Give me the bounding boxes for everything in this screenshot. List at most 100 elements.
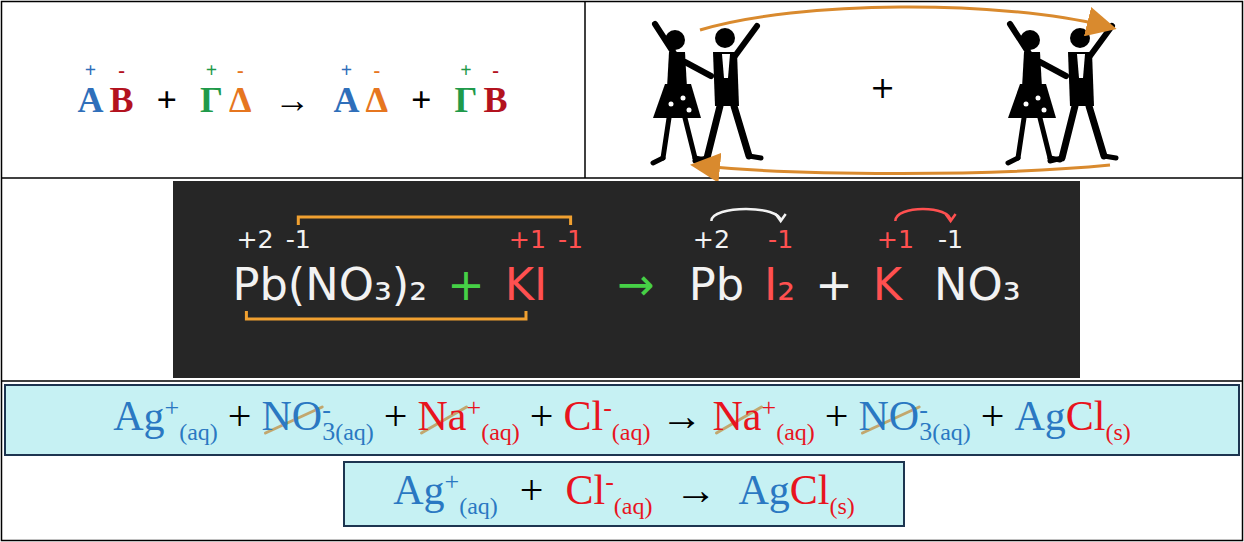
state-label: (s) (830, 493, 855, 519)
chalk-formula: + (815, 255, 852, 315)
ion-symbol: Ag (393, 467, 444, 513)
ion-letter: B (484, 80, 508, 120)
ion-symbol: Cl (563, 393, 603, 439)
charge-sign: + (466, 393, 481, 422)
subscript-number: 3 (322, 421, 335, 443)
ion-column: +A (77, 60, 103, 120)
charge-sign: + (460, 60, 471, 80)
state-label: (aq) (459, 493, 498, 519)
operator: → (275, 80, 311, 120)
oxidation-number: -1 (938, 225, 963, 255)
generic-equation: +A-B++Γ-Δ→+A-Δ++Γ-B (0, 0, 585, 178)
operator: + (411, 80, 432, 120)
operator: + (384, 393, 408, 439)
operator: → (660, 393, 702, 439)
state-label: (aq) (179, 419, 218, 445)
oxidation-number: -1 (768, 225, 793, 255)
state-label: (aq) (335, 419, 374, 445)
charge-row: -1 (934, 219, 963, 255)
ion-symbol: Cl (1066, 393, 1106, 439)
ion-column: -Δ (366, 60, 389, 120)
state-label: (aq) (612, 419, 651, 445)
swap-bracket (298, 217, 570, 225)
ion-stack: -3 (919, 399, 932, 443)
ion-column: +Γ (455, 60, 478, 120)
ion-column: +A (334, 60, 360, 120)
ionic-equation: Ag+(aq)+NO-3(aq)+Na+(aq)+Cl-(aq)→Na+(aq)… (6, 386, 1238, 454)
ion-symbol: Cl (790, 467, 830, 513)
operator: → (674, 467, 716, 513)
ion-symbol: NO (858, 393, 919, 439)
charge-row: -1 (764, 219, 793, 255)
charge-sign: - (322, 399, 335, 421)
ion-letter: A (334, 80, 360, 120)
charge-row (815, 219, 819, 255)
oxidation-number: +2 (236, 225, 273, 255)
row-line (2, 380, 1243, 382)
chalk-formula: + (447, 255, 484, 315)
state-label: (aq) (481, 419, 520, 445)
oxidation-number: +2 (693, 225, 730, 255)
oxidation-number: -1 (286, 225, 311, 255)
charge-sign: - (118, 60, 125, 80)
operator: + (530, 393, 554, 439)
chalk-column: +1-1KI (505, 219, 584, 315)
charge-row: +2 (689, 219, 730, 255)
chalk-formula: NO₃ (934, 255, 1021, 315)
ion-column: -Δ (229, 60, 252, 120)
dancing-couple (1008, 24, 1116, 163)
chalk-column: -1NO₃ (934, 219, 1021, 315)
chalk-column: +2 -1Pb(NO₃)₂ (232, 219, 427, 315)
chalk-arrow (895, 209, 950, 221)
operator: + (228, 393, 252, 439)
charge-row (447, 219, 451, 255)
charge-row: +1-1 (505, 219, 584, 255)
chalk-column: +1K (873, 219, 914, 315)
charge-sign: + (206, 60, 217, 80)
chalk-arrow-head (946, 214, 956, 221)
chalk-formula: Pb (689, 255, 744, 315)
ion-column: +Γ (200, 60, 223, 120)
chalk-column: -1I₂ (764, 219, 795, 315)
charge-row: +2 -1 (232, 219, 311, 255)
swap-arrow (700, 7, 1105, 30)
charge-sign: - (603, 393, 612, 422)
chalk-column: → (603, 219, 668, 315)
charge-row: +1 (873, 219, 914, 255)
ion-symbol: Cl (565, 467, 605, 513)
ionic-equation: Ag+(aq)+Cl-(aq)→AgCl(s) (345, 463, 903, 525)
charge-sign: + (165, 393, 180, 422)
charge-sign: + (444, 467, 459, 496)
swap-arrow (702, 165, 1110, 173)
column-line (584, 2, 586, 179)
state-label: (s) (1106, 419, 1131, 445)
ion-symbol: Ag (113, 393, 164, 439)
operator: + (520, 467, 544, 513)
charge-row (603, 219, 607, 255)
charge-sign: + (85, 60, 96, 80)
operator: + (825, 393, 849, 439)
chalk-formula: I₂ (764, 255, 795, 315)
charge-sign: - (919, 399, 932, 421)
row-line (2, 177, 1243, 179)
chalk-column: + (447, 219, 484, 315)
chalk-formula: Pb(NO₃)₂ (232, 255, 427, 315)
ion-letter: Γ (455, 80, 478, 120)
chalk-column: + (815, 219, 852, 315)
ion-column: -B (109, 60, 133, 120)
equation-line: Ag+(aq)+NO-3(aq)+Na+(aq)+Cl-(aq)→Na+(aq)… (113, 382, 1131, 458)
state-label: (aq) (614, 493, 653, 519)
equation-box: Ag+(aq)+Cl-(aq)→AgCl(s) (343, 461, 905, 527)
ion-letter: Γ (200, 80, 223, 120)
charge-sign: - (492, 60, 499, 80)
operator: + (157, 80, 178, 120)
chalk-formula: KI (505, 255, 548, 315)
operator: + (981, 393, 1005, 439)
charge-sign: + (761, 393, 776, 422)
ion-symbol: Na (712, 393, 761, 439)
chalk-arrow-head (776, 214, 786, 221)
equation-box: Ag+(aq)+NO-3(aq)+Na+(aq)+Cl-(aq)→Na+(aq)… (4, 384, 1240, 456)
equation-line: Ag+(aq)+Cl-(aq)→AgCl(s) (393, 456, 855, 532)
charge-sign: + (341, 60, 352, 80)
